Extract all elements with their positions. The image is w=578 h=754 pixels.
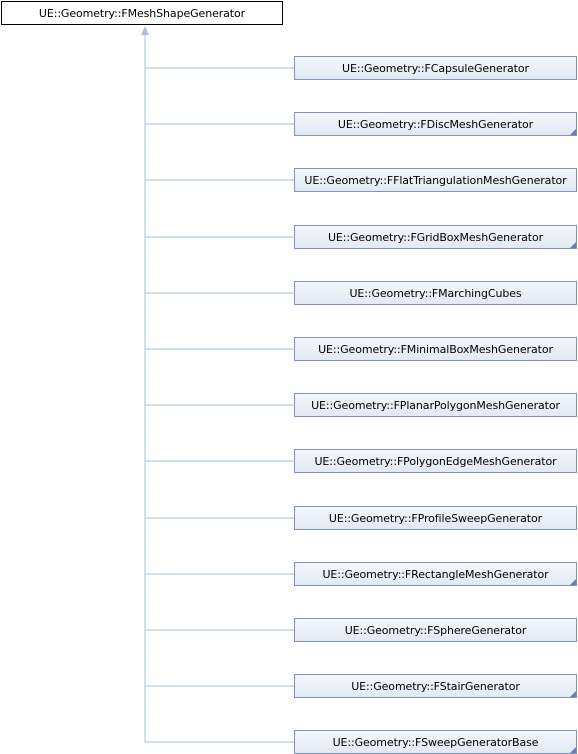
derived-class-node[interactable]: UE::Geometry::FSphereGenerator xyxy=(294,618,577,642)
derived-class-node[interactable]: UE::Geometry::FFlatTriangulationMeshGene… xyxy=(294,168,577,192)
more-children-marker xyxy=(570,129,576,135)
derived-class-node[interactable]: UE::Geometry::FSweepGeneratorBase xyxy=(294,730,577,754)
derived-class-node[interactable]: UE::Geometry::FCapsuleGenerator xyxy=(294,56,577,80)
derived-class-node[interactable]: UE::Geometry::FPolygonEdgeMeshGenerator xyxy=(294,449,577,473)
derived-class-node[interactable]: UE::Geometry::FStairGenerator xyxy=(294,674,577,698)
more-children-marker xyxy=(570,242,576,248)
derived-class-node[interactable]: UE::Geometry::FProfileSweepGenerator xyxy=(294,506,577,530)
derived-class-node[interactable]: UE::Geometry::FMinimalBoxMeshGenerator xyxy=(294,337,577,361)
more-children-marker xyxy=(570,579,576,585)
base-class-node[interactable]: UE::Geometry::FMeshShapeGenerator xyxy=(1,1,283,25)
derived-class-node[interactable]: UE::Geometry::FDiscMeshGenerator xyxy=(294,112,577,136)
more-children-marker xyxy=(570,747,576,753)
derived-class-node[interactable]: UE::Geometry::FMarchingCubes xyxy=(294,281,577,305)
inheritance-arrowhead xyxy=(141,26,149,35)
derived-class-node[interactable]: UE::Geometry::FRectangleMeshGenerator xyxy=(294,562,577,586)
more-children-marker xyxy=(570,691,576,697)
derived-class-node[interactable]: UE::Geometry::FPlanarPolygonMeshGenerato… xyxy=(294,393,577,417)
derived-class-node[interactable]: UE::Geometry::FGridBoxMeshGenerator xyxy=(294,225,577,249)
